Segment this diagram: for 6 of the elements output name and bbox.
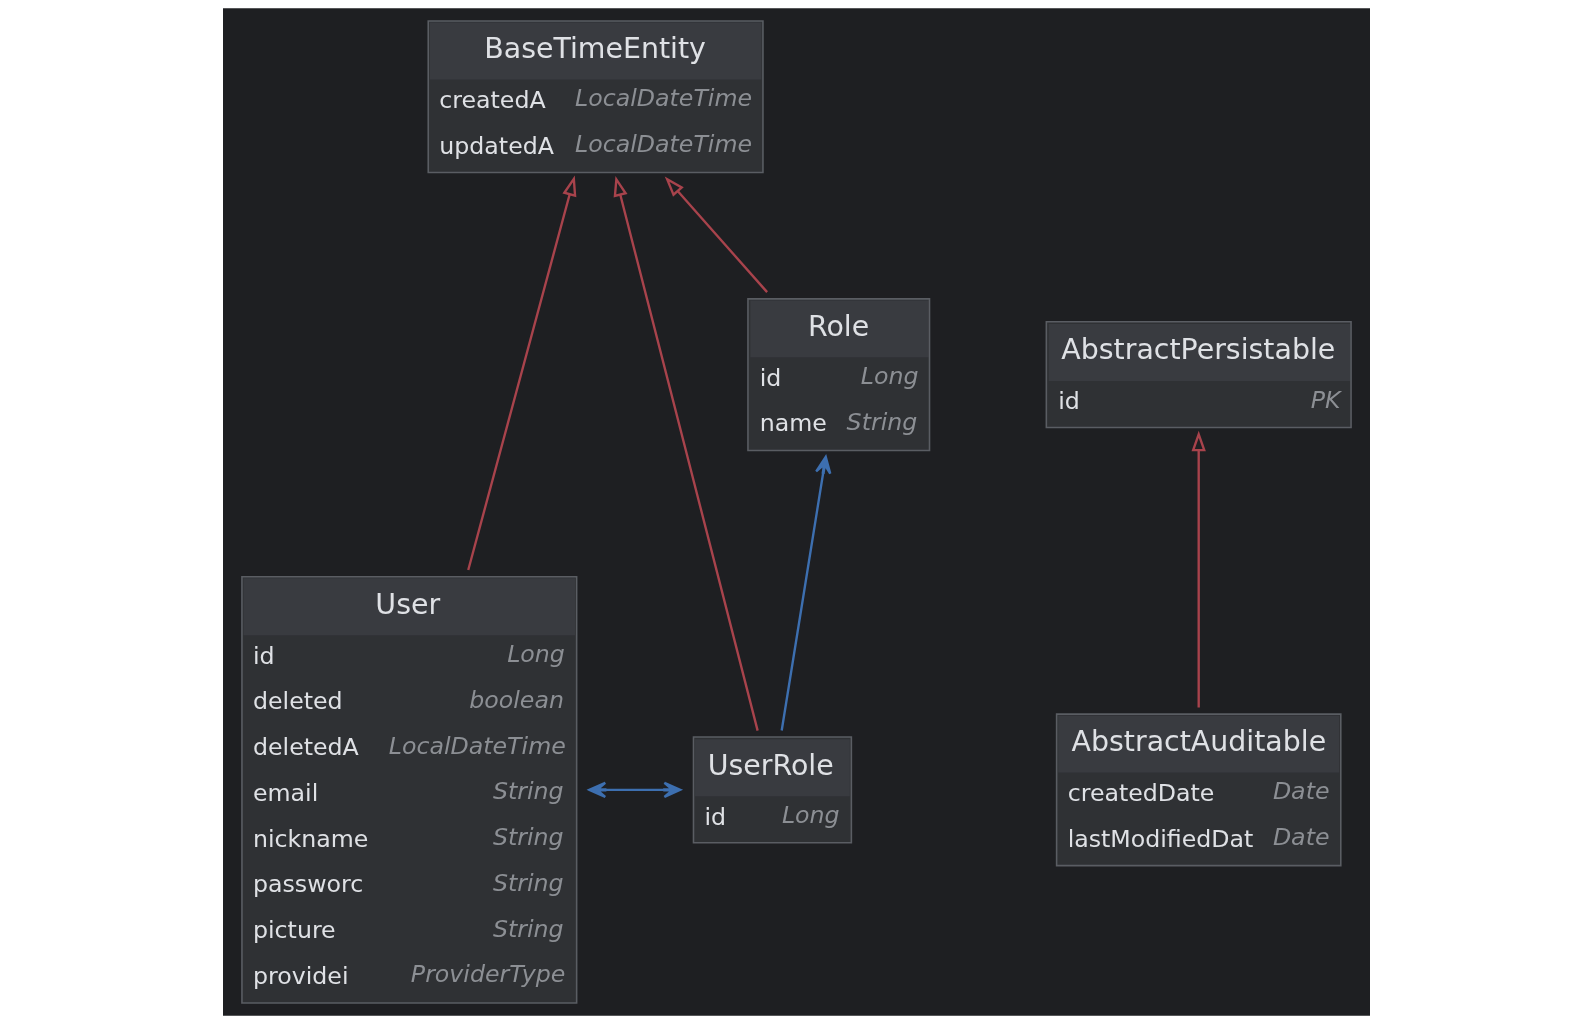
- arrow: [664, 176, 768, 293]
- arrow: [466, 175, 576, 571]
- arrow: [587, 781, 681, 799]
- arrow: [1191, 430, 1206, 708]
- arrow: [780, 455, 831, 731]
- arrow: [613, 175, 759, 731]
